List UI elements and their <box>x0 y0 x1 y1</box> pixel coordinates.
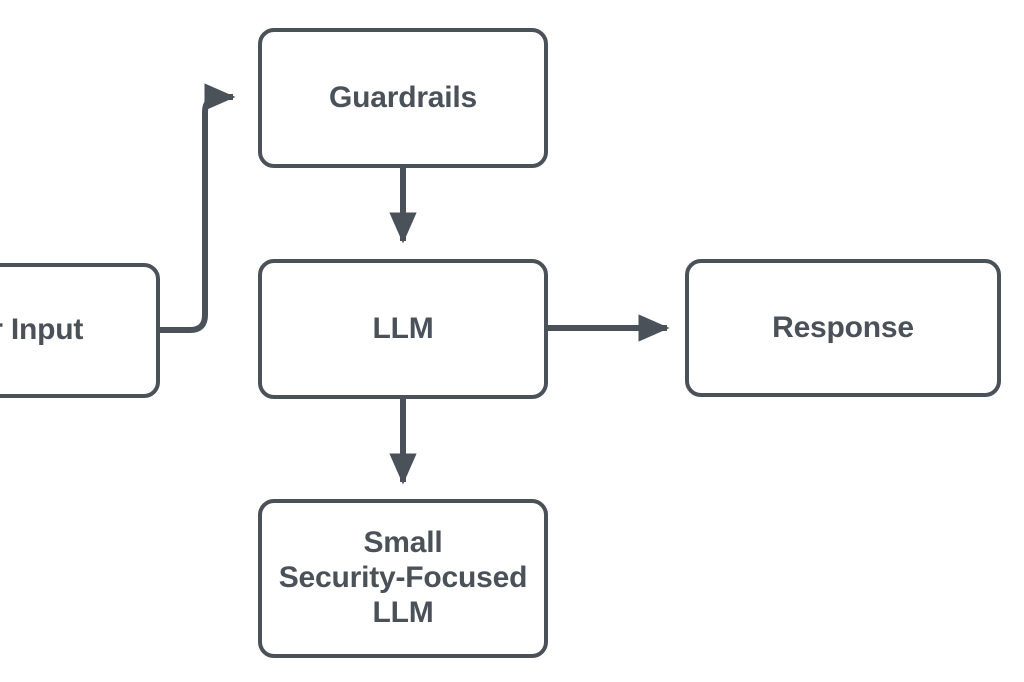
node-small-security-focused-llm-label: Small Security-Focused LLM <box>278 526 528 629</box>
node-llm[interactable]: LLM <box>258 259 548 399</box>
node-response[interactable]: Response <box>685 259 1001 397</box>
node-user-input-label: User Input <box>0 313 84 347</box>
node-user-input[interactable]: User Input <box>0 263 160 398</box>
node-response-label: Response <box>772 310 914 344</box>
node-guardrails[interactable]: Guardrails <box>258 28 548 168</box>
node-small-security-focused-llm[interactable]: Small Security-Focused LLM <box>258 499 548 658</box>
node-llm-label: LLM <box>372 311 434 345</box>
edge-user-input-to-guardrails <box>160 83 236 333</box>
node-guardrails-label: Guardrails <box>328 80 478 114</box>
